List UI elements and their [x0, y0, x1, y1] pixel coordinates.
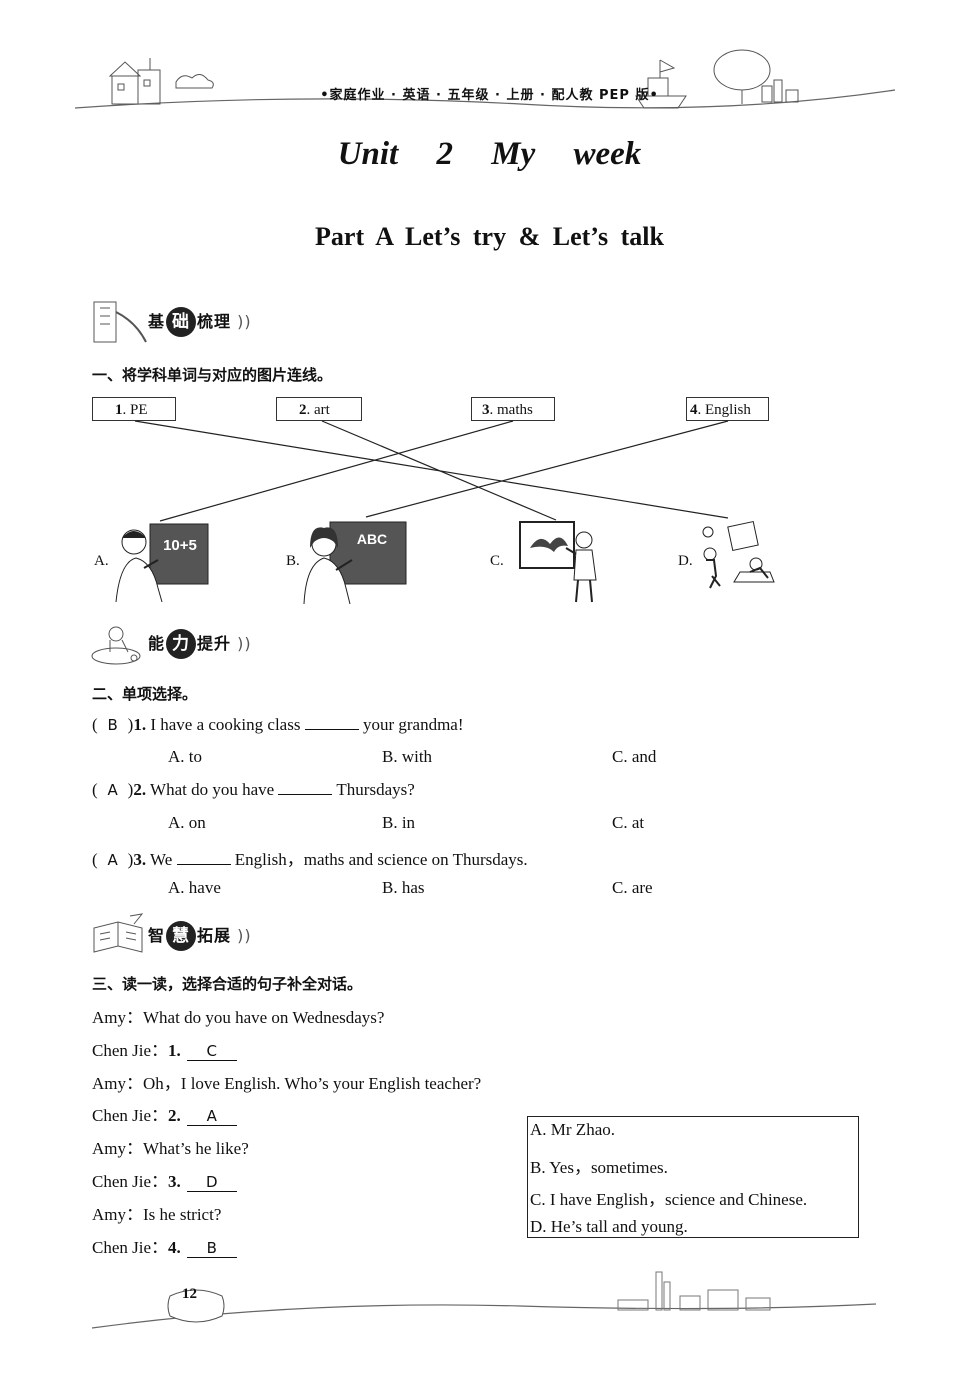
badge-circle: 础: [166, 307, 197, 337]
word-box-pe[interactable]: 1. PE: [92, 397, 176, 421]
section-badge-ability: 能力提升 )): [90, 620, 290, 670]
section-badge-basics: 基础梳理 )): [90, 298, 290, 348]
word-box-english[interactable]: 4. English: [686, 397, 769, 421]
dialogue-line-chenjie: Chen Jie：3.D: [92, 1167, 237, 1192]
picture-label-b: B.: [286, 553, 300, 569]
choice-item: D. He’s tall and young.: [530, 1217, 688, 1236]
section-badge-wisdom: 智慧拓展 )): [90, 912, 290, 962]
mcq-option[interactable]: B. has: [382, 878, 425, 897]
slide-icon: [93, 301, 147, 343]
dialogue-line-amy: Amy：What do you have on Wednesdays?: [92, 1008, 385, 1027]
dialogue-answer-3[interactable]: D: [186, 1173, 237, 1192]
dialogue-answer-2[interactable]: A: [186, 1107, 237, 1126]
choice-item: B. Yes，sometimes.: [530, 1158, 668, 1177]
picture-b-english-teacher[interactable]: ABC: [300, 518, 410, 606]
mcq-answer-3[interactable]: A: [107, 851, 118, 869]
page-number-badge-icon: [167, 1289, 225, 1323]
badge-text: 智: [148, 926, 166, 945]
badge-text: 提升: [197, 634, 232, 653]
blank[interactable]: [278, 780, 333, 795]
rocket-rider-icon: [91, 626, 141, 665]
blank[interactable]: [304, 715, 359, 730]
dialogue-line-amy: Amy：What’s he like?: [92, 1139, 249, 1158]
matching-lines: [134, 420, 729, 522]
picture-label-a: A.: [94, 553, 109, 569]
tree-icon: [713, 49, 799, 104]
choice-item: C. I have English，science and Chinese.: [530, 1190, 808, 1209]
dialogue-line-amy: Amy：Is he strict?: [92, 1205, 222, 1224]
mcq-option[interactable]: A. to: [168, 747, 202, 766]
header-text: •家庭作业 · 英语 · 五年级 · 上册 · 配人教 PEP 版•: [320, 88, 659, 103]
page-number: 12: [182, 1286, 197, 1302]
dialogue-line-chenjie: Chen Jie：2.A: [92, 1101, 237, 1126]
picture-a-maths-teacher[interactable]: 10+5: [108, 518, 212, 606]
dialogue-answer-4[interactable]: B: [186, 1239, 237, 1258]
badge-text: 能: [148, 634, 166, 653]
badge-text: 梳理: [197, 312, 232, 331]
dialogue-line-amy: Amy：Oh，I love English. Who’s your Englis…: [92, 1074, 482, 1093]
badge-circle: 慧: [166, 921, 197, 951]
cloud-icon: [175, 74, 214, 89]
house-icon: [108, 58, 161, 105]
mcq-option[interactable]: C. and: [612, 747, 657, 766]
mcq-option[interactable]: A. have: [168, 878, 221, 897]
badge-circle: 力: [166, 629, 197, 659]
board-text-a: 10+5: [163, 537, 197, 554]
blank[interactable]: [176, 850, 231, 865]
city-skyline-icon: [617, 1271, 771, 1311]
badge-text: 拓展: [197, 926, 232, 945]
choice-item: A. Mr Zhao.: [530, 1120, 615, 1139]
mcq-option[interactable]: C. at: [612, 813, 645, 832]
badge-text: 基: [148, 312, 166, 331]
dialogue-answer-1[interactable]: C: [186, 1042, 237, 1061]
instruction-2: 二、单项选择。: [92, 685, 198, 703]
picture-d-pe-class[interactable]: [694, 518, 776, 598]
dialogue-line-chenjie: Chen Jie：4.B: [92, 1233, 237, 1258]
instruction-1: 一、将学科单词与对应的图片连线。: [92, 366, 333, 384]
boat-icon: [635, 59, 687, 109]
part-title: Part A Let’s try & Let’s talk: [315, 222, 664, 251]
footer-decoration: [91, 1271, 877, 1329]
mcq-option[interactable]: B. in: [382, 813, 416, 832]
word-box-maths[interactable]: 3. maths: [471, 397, 555, 421]
unit-title: Unit 2 My week: [337, 136, 642, 172]
mcq-question-2: (A)2. What do you have Thursdays?: [92, 780, 415, 799]
mcq-answer-2[interactable]: A: [107, 781, 118, 799]
mcq-question-3: (A)3. We English，maths and science on Th…: [92, 850, 528, 869]
board-text-b: ABC: [357, 531, 387, 547]
mcq-option[interactable]: C. are: [612, 878, 653, 897]
choice-box: A. Mr Zhao. B. Yes，sometimes. C. I have …: [527, 1116, 859, 1238]
instruction-3: 三、读一读，选择合适的句子补全对话。: [92, 975, 363, 993]
picture-c-art-teacher[interactable]: [516, 518, 604, 606]
mcq-answer-1[interactable]: B: [107, 716, 118, 734]
mcq-question-1: (B)1. I have a cooking class your grandm…: [92, 715, 464, 734]
mcq-option[interactable]: B. with: [382, 747, 433, 766]
dialogue-line-chenjie: Chen Jie：1.C: [92, 1036, 237, 1061]
picture-label-c: C.: [490, 553, 504, 569]
picture-label-d: D.: [678, 553, 693, 569]
header-decoration: [74, 49, 896, 109]
book-pencil-icon: [93, 913, 144, 953]
mcq-option[interactable]: A. on: [168, 813, 206, 832]
word-box-art[interactable]: 2. art: [276, 397, 362, 421]
